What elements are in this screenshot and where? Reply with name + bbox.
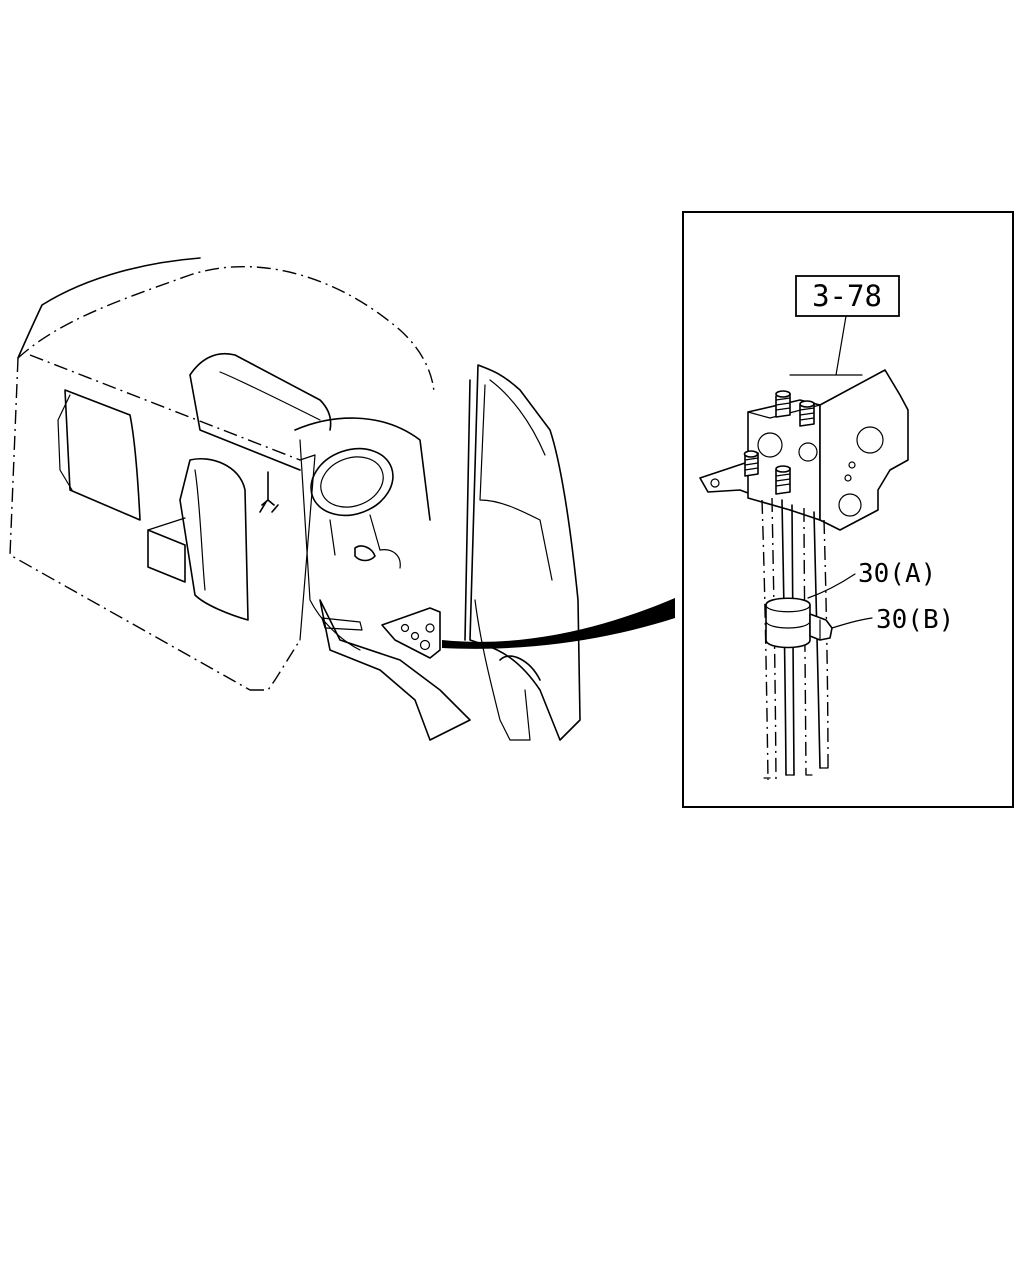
detail-frame (682, 211, 1014, 808)
stud-nut-4 (775, 465, 791, 495)
leader-wedge (442, 598, 675, 649)
detail-view: 3-78 (682, 211, 1014, 808)
callout-30b: 30(B) (876, 605, 954, 635)
callout-30a: 30(A) (858, 559, 936, 589)
band-clip (765, 597, 833, 649)
ref-box-label: 3-78 (812, 279, 882, 313)
ref-box: 3-78 (795, 275, 900, 317)
stud-nut-2 (799, 400, 815, 427)
stud-nut-1 (775, 390, 791, 418)
stud-nut-3 (743, 450, 759, 477)
bracket-assembly (699, 369, 909, 531)
cab-overview-drawing (9, 257, 675, 741)
